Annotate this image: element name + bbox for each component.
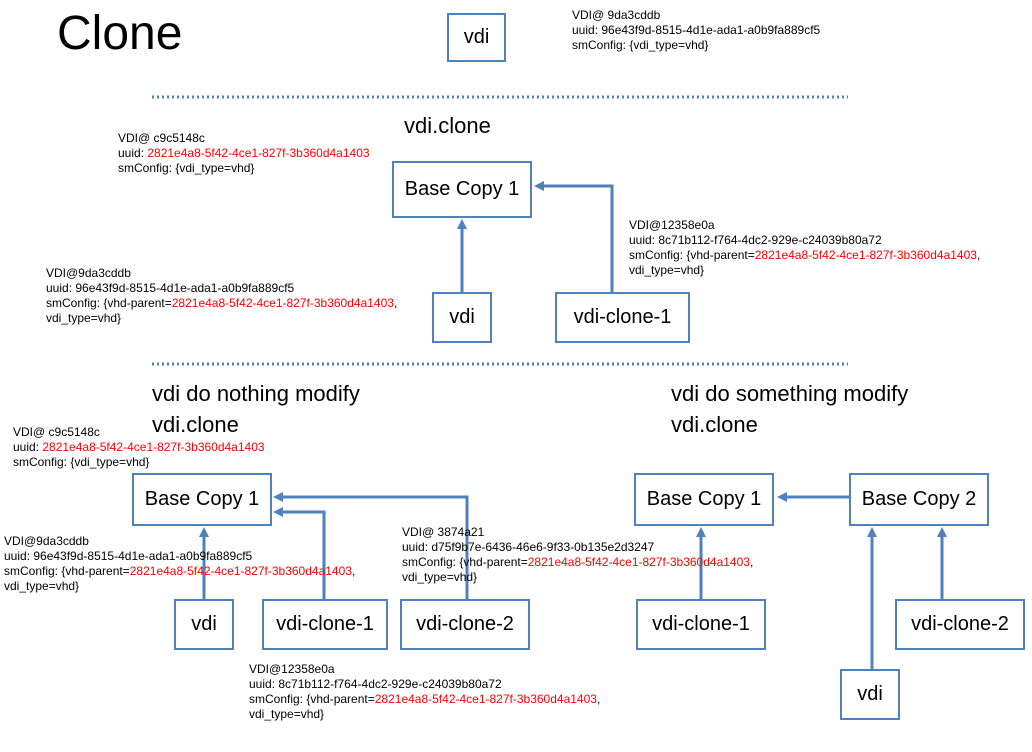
- info-parent-uuid: 2821e4a8-5f42-4ce1-827f-3b360d4a1403: [374, 692, 597, 706]
- top-vdi-box[interactable]: vdi: [447, 13, 506, 62]
- middle-base-info: VDI@ c9c5148c uuid: 2821e4a8-5f42-4ce1-8…: [118, 131, 370, 176]
- info-line: smConfig: {vdi_type=vhd}: [13, 455, 150, 469]
- middle-base-copy-1-box[interactable]: Base Copy 1: [392, 161, 532, 218]
- bottom-right-base-copy-2-box[interactable]: Base Copy 2: [849, 473, 989, 526]
- info-uuid: 96e43f9d-8515-4d1e-ada1-a0b9fa889cf5: [601, 23, 821, 37]
- info-label: ,: [393, 296, 398, 310]
- middle-vdi-clone-1-box[interactable]: vdi-clone-1: [555, 292, 690, 343]
- info-line: smConfig: {vhd-parent=2821e4a8-5f42-4ce1…: [402, 555, 753, 570]
- info-line: smConfig: {vdi_type=vhd}: [118, 161, 255, 175]
- info-line: vdi_type=vhd}: [249, 707, 325, 721]
- bottom-left-clone1-info: VDI@12358e0a uuid: 8c71b112-f764-4dc2-92…: [249, 662, 600, 722]
- bottom-right-heading-1: vdi do something modify: [671, 381, 909, 406]
- bottom-right-base-copy-1-box[interactable]: Base Copy 1: [634, 473, 774, 526]
- info-line: vdi_type=vhd}: [402, 570, 478, 584]
- info-label: ,: [749, 555, 754, 569]
- info-line: VDI@12358e0a: [249, 662, 335, 676]
- middle-clone1-info: VDI@12358e0a uuid: 8c71b112-f764-4dc2-92…: [629, 218, 980, 278]
- bottom-right-vdi-box[interactable]: vdi: [840, 669, 900, 720]
- info-line: VDI@ c9c5148c: [13, 425, 100, 439]
- info-line: VDI@ c9c5148c: [118, 131, 205, 145]
- info-line: vdi_type=vhd}: [4, 579, 80, 593]
- info-label: uuid:: [118, 146, 148, 160]
- bottom-left-vdi-box[interactable]: vdi: [174, 599, 234, 650]
- info-line: uuid: 2821e4a8-5f42-4ce1-827f-3b360d4a14…: [118, 146, 370, 161]
- info-line: uuid: 2821e4a8-5f42-4ce1-827f-3b360d4a14…: [13, 440, 265, 455]
- middle-vdi-info: VDI@9da3cddb uuid: 96e43f9d-8515-4d1e-ad…: [46, 266, 397, 326]
- bottom-right-heading-2: vdi.clone: [671, 412, 758, 437]
- info-line: uuid: 8c71b112-f764-4dc2-929e-c24039b80a…: [629, 233, 882, 247]
- info-uuid: 2821e4a8-5f42-4ce1-827f-3b360d4a1403: [147, 146, 370, 160]
- arrow-bl-clone2-to-base: [273, 492, 469, 599]
- arrow-bl-clone1-to-base: [273, 507, 326, 599]
- top-vdi-info: VDI@ 9da3cddb uuid: 96e43f9d-8515-4d1e-a…: [572, 8, 820, 53]
- info-line: VDI@9da3cddb: [46, 266, 131, 280]
- bottom-left-vdi-clone-1-box[interactable]: vdi-clone-1: [262, 599, 388, 650]
- bottom-left-vdi-clone-2-box[interactable]: vdi-clone-2: [400, 599, 530, 650]
- arrow-mid-clone1-to-base: [534, 181, 614, 292]
- info-line: smConfig: {vhd-parent=2821e4a8-5f42-4ce1…: [46, 296, 397, 311]
- info-label: uuid:: [13, 440, 43, 454]
- info-line: uuid: d75f9b7e-6436-46e6-9f33-0b135e2d32…: [402, 540, 655, 554]
- info-label: ,: [976, 248, 981, 262]
- info-line: vdi_type=vhd}: [46, 311, 122, 325]
- info-line: vdi_type=vhd}: [629, 263, 705, 277]
- bottom-right-vdi-clone-1-box[interactable]: vdi-clone-1: [636, 599, 766, 650]
- info-label: smConfig: {vhd-parent=: [249, 692, 375, 706]
- info-label: ,: [351, 564, 356, 578]
- info-parent-uuid: 2821e4a8-5f42-4ce1-827f-3b360d4a1403: [129, 564, 352, 578]
- bottom-left-base-info: VDI@ c9c5148c uuid: 2821e4a8-5f42-4ce1-8…: [13, 425, 265, 470]
- bottom-left-clone2-info: VDI@ 3874a21 uuid: d75f9b7e-6436-46e6-9f…: [402, 525, 753, 585]
- info-label: smConfig: {vhd-parent=: [402, 555, 528, 569]
- info-parent-uuid: 2821e4a8-5f42-4ce1-827f-3b360d4a1403: [754, 248, 977, 262]
- info-parent-uuid: 2821e4a8-5f42-4ce1-827f-3b360d4a1403: [527, 555, 750, 569]
- info-line: VDI@ 9da3cddb: [572, 8, 661, 22]
- middle-vdi-box[interactable]: vdi: [432, 292, 492, 343]
- bottom-left-base-copy-1-box[interactable]: Base Copy 1: [132, 473, 272, 526]
- info-line: uuid: 96e43f9d-8515-4d1e-ada1-a0b9fa889c…: [572, 23, 820, 38]
- middle-heading: vdi.clone: [404, 113, 491, 138]
- info-uuid: 2821e4a8-5f42-4ce1-827f-3b360d4a1403: [42, 440, 265, 454]
- info-line: VDI@ 3874a21: [402, 525, 485, 539]
- info-parent-uuid: 2821e4a8-5f42-4ce1-827f-3b360d4a1403: [171, 296, 394, 310]
- bottom-left-heading-1: vdi do nothing modify: [152, 381, 360, 406]
- info-label: ,: [596, 692, 601, 706]
- bottom-left-heading-2: vdi.clone: [152, 412, 239, 437]
- info-label: uuid:: [572, 23, 602, 37]
- info-label: smConfig: {vhd-parent=: [629, 248, 755, 262]
- info-line: smConfig: {vhd-parent=2821e4a8-5f42-4ce1…: [249, 692, 600, 707]
- info-label: smConfig: {vhd-parent=: [4, 564, 130, 578]
- info-line: VDI@9da3cddb: [4, 534, 89, 548]
- info-line: uuid: 8c71b112-f764-4dc2-929e-c24039b80a…: [249, 677, 502, 691]
- info-line: smConfig: {vdi_type=vhd}: [572, 38, 709, 52]
- info-line: VDI@12358e0a: [629, 218, 715, 232]
- info-line: uuid: 96e43f9d-8515-4d1e-ada1-a0b9fa889c…: [46, 281, 295, 295]
- info-line: smConfig: {vhd-parent=2821e4a8-5f42-4ce1…: [629, 248, 980, 263]
- info-line: smConfig: {vhd-parent=2821e4a8-5f42-4ce1…: [4, 564, 355, 579]
- bottom-right-vdi-clone-2-box[interactable]: vdi-clone-2: [895, 599, 1025, 650]
- info-line: uuid: 96e43f9d-8515-4d1e-ada1-a0b9fa889c…: [4, 549, 253, 563]
- page-title: Clone: [57, 7, 183, 60]
- info-label: smConfig: {vhd-parent=: [46, 296, 172, 310]
- bottom-left-vdi-info: VDI@9da3cddb uuid: 96e43f9d-8515-4d1e-ad…: [4, 534, 355, 594]
